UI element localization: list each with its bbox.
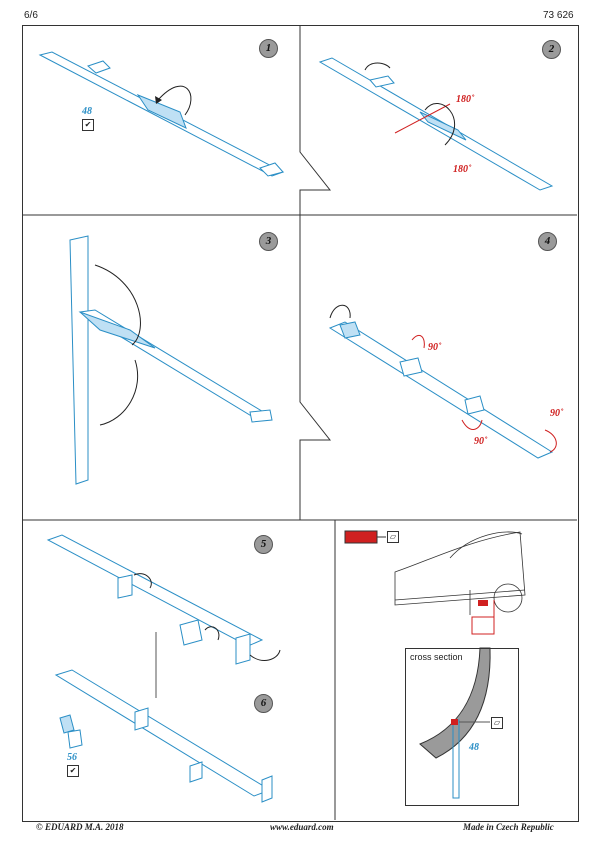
aircraft-view bbox=[394, 531, 526, 615]
cross-section-title: cross section bbox=[410, 652, 463, 662]
step6-part bbox=[54, 669, 273, 803]
angle-90-a: 90˚ bbox=[428, 342, 442, 353]
product-code: 73 626 bbox=[543, 10, 574, 21]
step4-part bbox=[328, 321, 554, 459]
step-badge-5: 5 bbox=[254, 535, 273, 554]
step-badge-6: 6 bbox=[254, 694, 273, 713]
part-ref-56: 56 bbox=[67, 752, 77, 763]
step2-part bbox=[318, 57, 554, 191]
angle-180-a: 180˚ bbox=[456, 94, 475, 105]
step3-part bbox=[69, 235, 273, 485]
footer-copyright: © EDUARD M.A. 2018 bbox=[36, 822, 124, 832]
part-ref-48: 48 bbox=[82, 106, 92, 117]
step-badge-1: 1 bbox=[259, 39, 278, 58]
cs-part-ref-48: 48 bbox=[469, 742, 479, 753]
step-badge-3: 3 bbox=[259, 232, 278, 251]
angle-90-c: 90˚ bbox=[474, 436, 488, 447]
page-number: 6/6 bbox=[24, 10, 38, 21]
check-icon: ✔ bbox=[67, 765, 79, 777]
surface-icon: ▱ bbox=[387, 531, 399, 543]
check-icon: ✔ bbox=[82, 119, 94, 131]
surface-icon: ▱ bbox=[491, 717, 503, 729]
step5-part bbox=[46, 534, 264, 665]
step-badge-2: 2 bbox=[542, 40, 561, 59]
footer-origin: Made in Czech Republic bbox=[463, 822, 554, 832]
angle-180-b: 180˚ bbox=[453, 164, 472, 175]
step-badge-4: 4 bbox=[538, 232, 557, 251]
cross-section-box bbox=[405, 648, 519, 806]
footer-url[interactable]: www.eduard.com bbox=[270, 822, 334, 832]
step1-part bbox=[38, 51, 285, 177]
angle-90-b: 90˚ bbox=[550, 408, 564, 419]
